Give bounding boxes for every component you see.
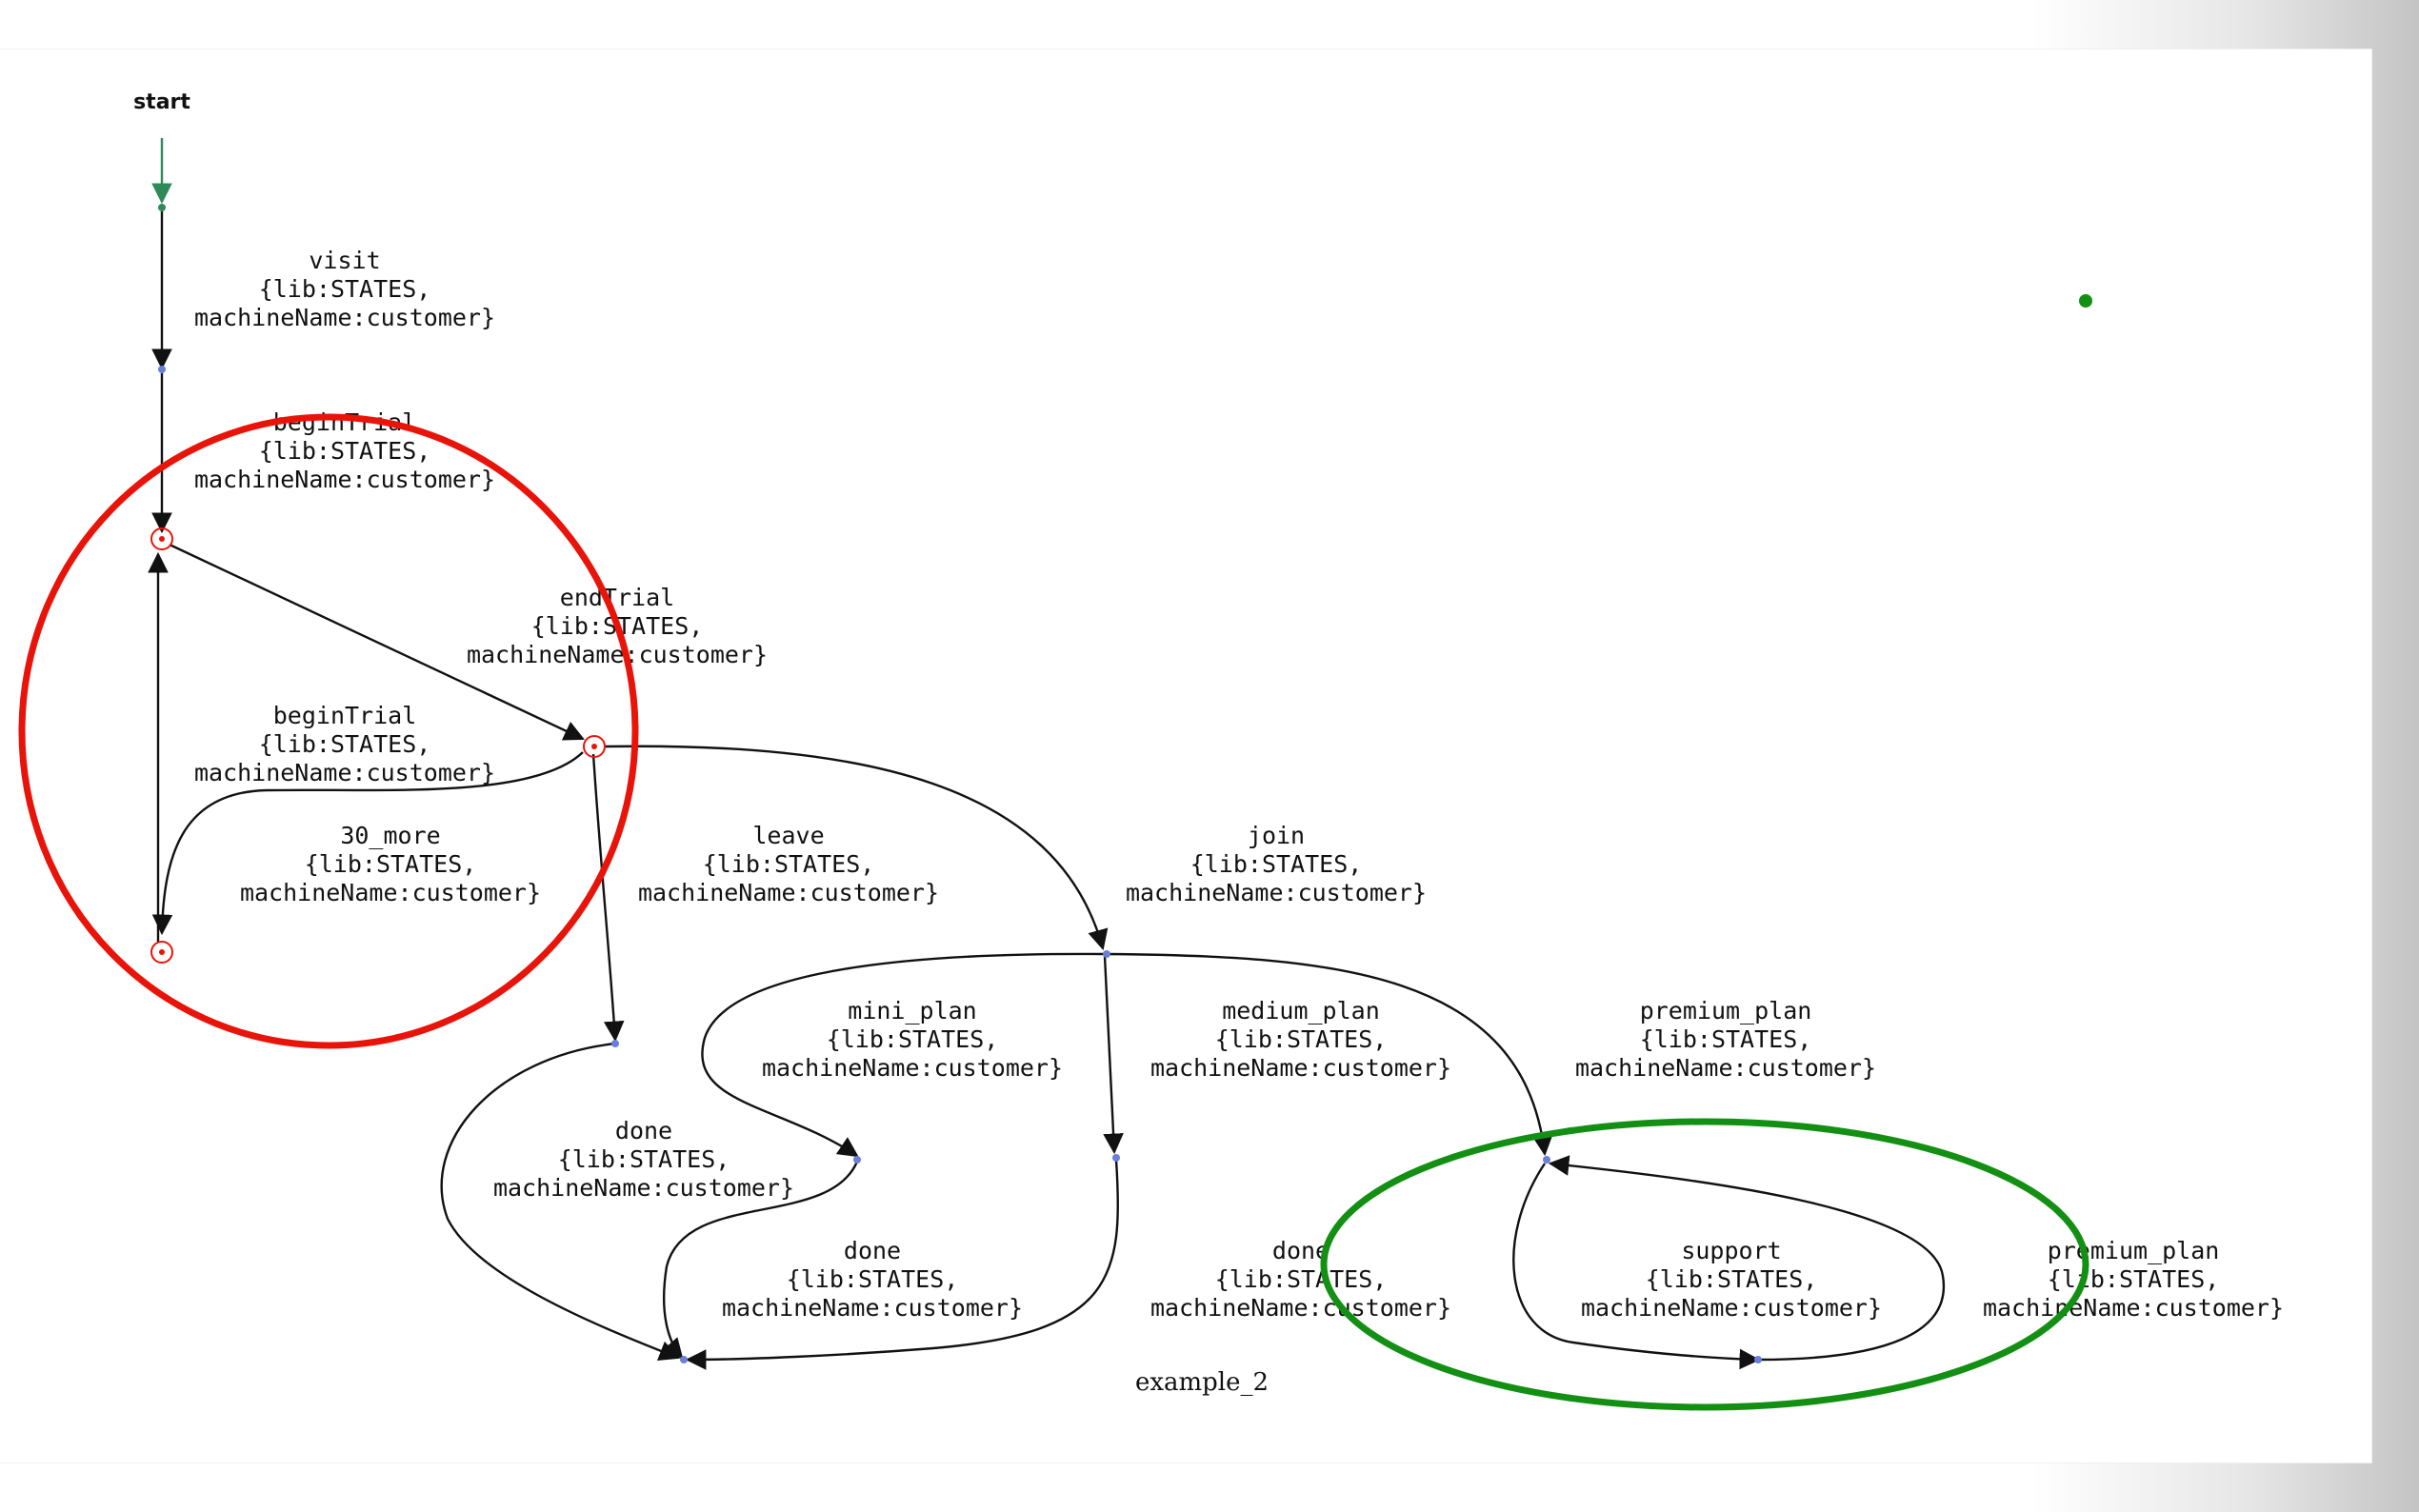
label-leave-lib: {lib:STATES, xyxy=(703,850,875,878)
label-30-more-lib: {lib:STATES, xyxy=(305,850,477,878)
label-join-name: join xyxy=(1248,822,1305,849)
edge-mini-plan xyxy=(701,952,1106,1158)
node-trial-end-dot xyxy=(591,744,597,749)
edge-30-more xyxy=(151,751,584,936)
edge-done-left xyxy=(440,1042,681,1361)
edge-done-right xyxy=(685,1159,1120,1370)
label-done-right-lib: {lib:STATES, xyxy=(1215,1265,1388,1293)
label-30-more-name: 30_more xyxy=(340,822,440,849)
label-join-lib: {lib:STATES, xyxy=(1190,850,1363,878)
label-premium-plan-top-lib: {lib:STATES, xyxy=(1640,1025,1812,1053)
label-mini-plan-name: mini_plan xyxy=(848,997,976,1025)
node-extended-trial-dot xyxy=(159,949,165,955)
label-mini-plan-machine: machineName:customer} xyxy=(762,1054,1063,1082)
node-isolated xyxy=(2079,294,2092,308)
label-premium-plan-top: premium_plan {lib:STATES, machineName:cu… xyxy=(1575,997,1876,1082)
label-premium-plan-right-machine: machineName:customer} xyxy=(1983,1294,2284,1322)
label-leave-machine: machineName:customer} xyxy=(638,879,939,906)
label-done-left-machine: machineName:customer} xyxy=(493,1174,794,1202)
edge-premium-plan-top xyxy=(1106,952,1553,1157)
node-left xyxy=(611,1040,619,1047)
label-visit: visit {lib:STATES, machineName:customer} xyxy=(194,247,495,331)
label-visit-machine: machineName:customer} xyxy=(194,304,495,331)
node-joined xyxy=(1103,950,1110,958)
label-begin-trial-top-machine: machineName:customer} xyxy=(194,466,495,493)
edge-end-trial xyxy=(169,543,585,741)
node-done xyxy=(680,1356,688,1363)
label-premium-plan-right-name: premium_plan xyxy=(2048,1237,2220,1264)
edge-done-mid xyxy=(662,1161,859,1360)
label-begin-trial-mid: beginTrial {lib:STATES, machineName:cust… xyxy=(194,702,495,786)
label-premium-plan-right-lib: {lib:STATES, xyxy=(2048,1265,2220,1293)
start-label: start xyxy=(133,90,190,114)
label-premium-plan-top-name: premium_plan xyxy=(1640,997,1812,1025)
node-medium xyxy=(1112,1154,1120,1162)
green-highlight-ellipse xyxy=(1320,1118,2089,1411)
edge-support xyxy=(1512,1163,1761,1370)
node-trial-state-dot xyxy=(159,536,165,542)
label-done-left-lib: {lib:STATES, xyxy=(558,1145,730,1173)
label-join: join {lib:STATES, machineName:customer} xyxy=(1126,822,1427,906)
label-leave: leave {lib:STATES, machineName:customer} xyxy=(638,822,939,906)
label-leave-name: leave xyxy=(752,822,824,849)
label-done-mid-machine: machineName:customer} xyxy=(722,1294,1023,1322)
label-visit-name: visit xyxy=(309,247,380,274)
label-done-mid: done {lib:STATES, machineName:customer} xyxy=(722,1237,1023,1322)
label-done-left-name: done xyxy=(615,1117,672,1144)
label-done-mid-name: done xyxy=(844,1237,901,1264)
label-support: support {lib:STATES, machineName:custome… xyxy=(1581,1237,1882,1322)
label-done-right-name: done xyxy=(1272,1237,1329,1264)
node-mini xyxy=(853,1156,861,1164)
label-medium-plan-name: medium_plan xyxy=(1222,997,1380,1025)
node-premium xyxy=(1543,1156,1550,1164)
label-done-right: done {lib:STATES, machineName:customer} xyxy=(1150,1237,1451,1322)
diagram-caption: example_2 xyxy=(1135,1368,1269,1397)
label-begin-trial-mid-lib: {lib:STATES, xyxy=(259,730,431,758)
edge-join xyxy=(604,745,1109,951)
label-end-trial-name: endTrial xyxy=(560,584,674,611)
node-support xyxy=(1754,1356,1762,1363)
label-medium-plan: medium_plan {lib:STATES, machineName:cus… xyxy=(1150,997,1451,1082)
node-extended-trial xyxy=(150,941,173,964)
label-end-trial-machine: machineName:customer} xyxy=(467,641,768,668)
red-highlight-circle xyxy=(18,413,639,1049)
label-visit-lib: {lib:STATES, xyxy=(259,275,431,303)
label-begin-trial-top-lib: {lib:STATES, xyxy=(259,437,431,465)
node-visited xyxy=(158,366,166,373)
node-trial-state xyxy=(150,527,173,550)
label-join-machine: machineName:customer} xyxy=(1126,879,1427,906)
label-medium-plan-lib: {lib:STATES, xyxy=(1215,1025,1388,1053)
label-premium-plan-right: premium_plan {lib:STATES, machineName:cu… xyxy=(1983,1237,2284,1322)
label-done-mid-lib: {lib:STATES, xyxy=(787,1265,959,1293)
diagram-canvas xyxy=(0,50,2371,1462)
edge-premium-plan-right xyxy=(1548,1155,1946,1362)
node-start xyxy=(158,204,166,211)
edge-medium-plan xyxy=(1103,955,1124,1155)
label-support-machine: machineName:customer} xyxy=(1581,1294,1882,1322)
label-30-more-machine: machineName:customer} xyxy=(240,879,541,906)
label-begin-trial-top: beginTrial {lib:STATES, machineName:cust… xyxy=(194,408,495,493)
label-30-more: 30_more {lib:STATES, machineName:custome… xyxy=(240,822,541,906)
label-medium-plan-machine: machineName:customer} xyxy=(1150,1054,1451,1082)
label-premium-plan-top-machine: machineName:customer} xyxy=(1575,1054,1876,1082)
label-mini-plan-lib: {lib:STATES, xyxy=(827,1025,999,1053)
label-mini-plan: mini_plan {lib:STATES, machineName:custo… xyxy=(762,997,1063,1082)
label-begin-trial-mid-machine: machineName:customer} xyxy=(194,759,495,786)
node-trial-end xyxy=(583,735,606,758)
label-begin-trial-mid-name: beginTrial xyxy=(273,702,417,729)
edge-leave xyxy=(591,753,625,1043)
label-support-name: support xyxy=(1681,1237,1781,1264)
label-done-right-machine: machineName:customer} xyxy=(1150,1294,1451,1322)
label-support-lib: {lib:STATES, xyxy=(1646,1265,1818,1293)
label-done-left: done {lib:STATES, machineName:customer} xyxy=(493,1117,794,1202)
